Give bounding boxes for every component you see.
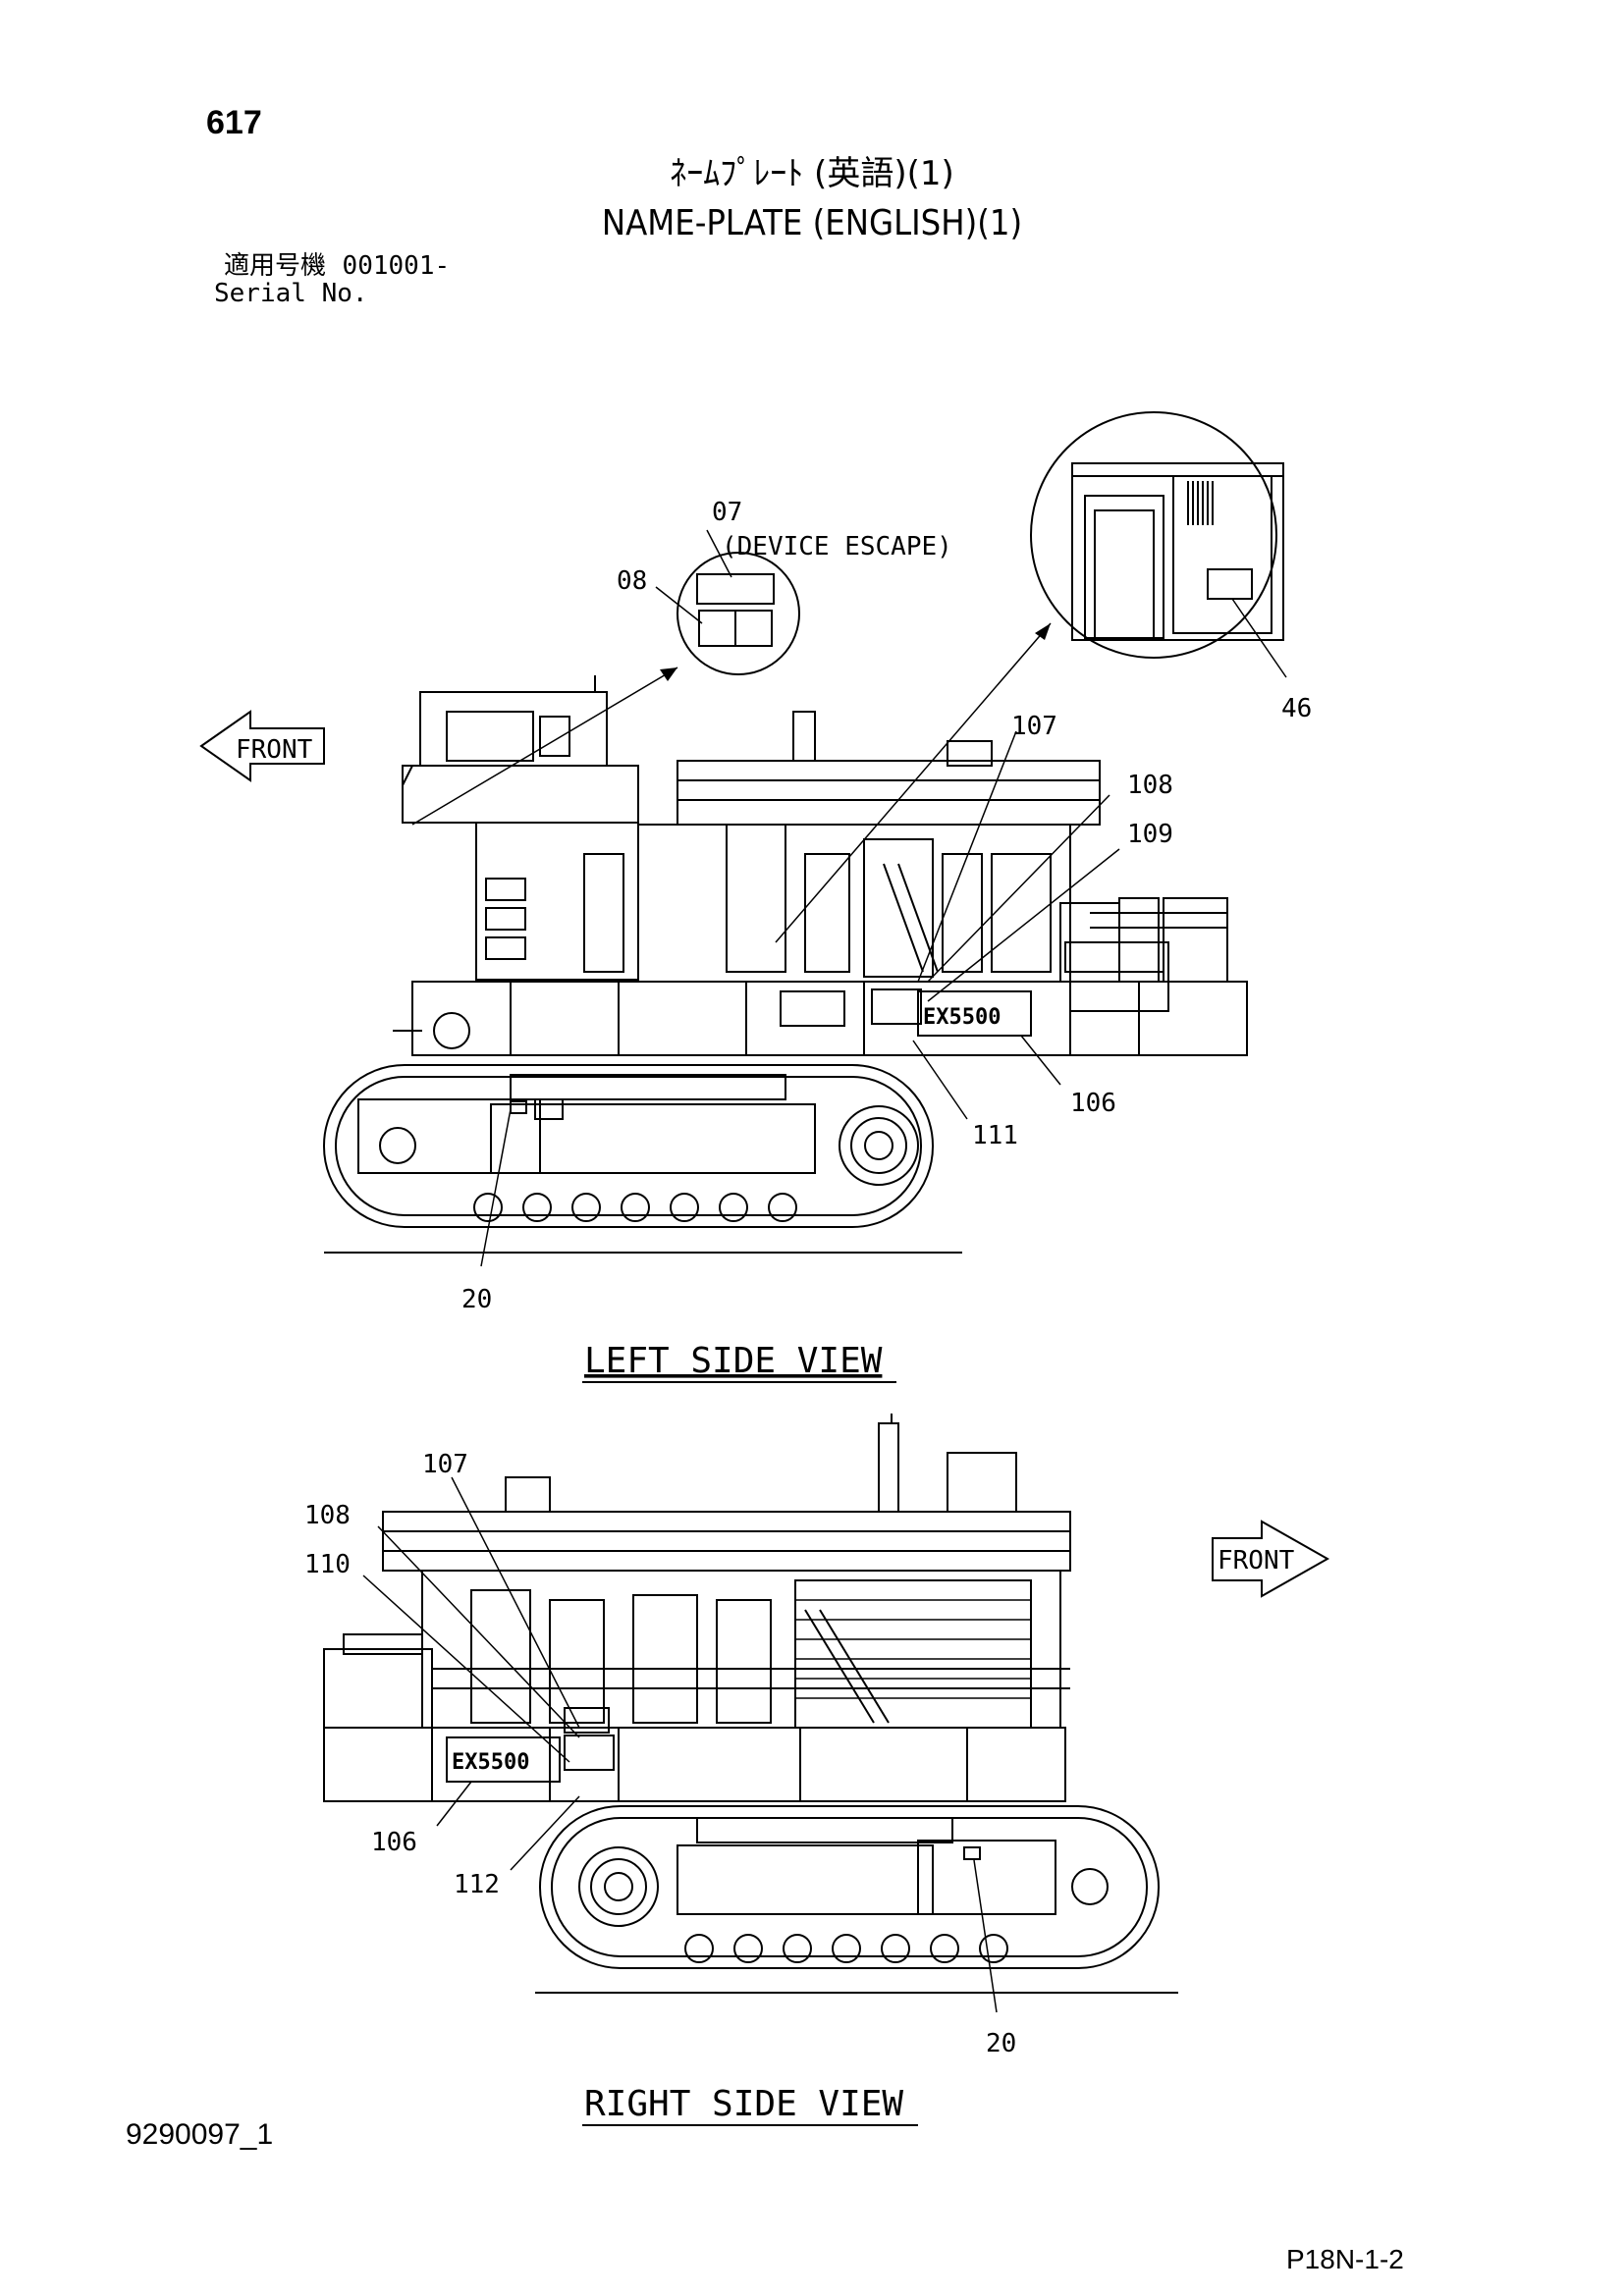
front-arrow-left-icon: FRONT [199,710,325,782]
left-side-view-caption: LEFT SIDE VIEW [584,1341,883,1381]
callout-108-right: 108 [304,1501,351,1530]
callout-107-left: 107 [1011,712,1057,741]
model-logo-left: EX5500 [923,1005,1001,1030]
callout-109-left: 109 [1127,820,1173,849]
serial-value: 001001- [342,251,451,281]
device-escape-label: (DEVICE ESCAPE) [722,532,952,561]
serial-label-jp: 適用号機 [224,251,327,281]
model-logo-right: EX5500 [452,1750,529,1775]
counterweight-area [1064,897,1248,1056]
page-number: 617 [206,104,262,141]
front-label-left: FRONT [236,735,313,765]
right-upper-frame: EX5500 [323,1707,1066,1802]
document-id: 9290097_1 [126,2118,274,2151]
callout-106-right: 106 [371,1828,417,1857]
callout-46: 46 [1281,694,1312,723]
left-side-view: FRONT 07 08 (DEVICE ESCAPE) [199,411,1312,1383]
callout-20-left: 20 [461,1285,492,1314]
upper-frame: EX5500 [393,981,1140,1056]
serial-line-jp: 適用号機 001001- [224,253,450,279]
callout-20-right: 20 [986,2029,1016,2058]
callout-107-right: 107 [422,1450,468,1479]
serial-label-en: Serial No. [214,279,368,308]
callout-112-right: 112 [454,1870,500,1899]
right-side-view: FRONT [304,1414,1330,2126]
right-side-view-caption: RIGHT SIDE VIEW [584,2084,903,2124]
title-japanese: ﾈｰﾑﾌﾟﾚｰﾄ (英語)(1) [670,154,954,193]
device-escape-detail: 07 08 (DEVICE ESCAPE) [617,498,952,675]
callout-110-right: 110 [304,1550,351,1579]
callout-08: 08 [617,566,647,596]
left-callout-leaders [480,730,1120,1267]
cab-structure [402,675,639,981]
page-reference: P18N-1-2 [1286,2244,1404,2274]
title-english: NAME-PLATE (ENGLISH)(1) [601,203,1023,243]
right-callout-leaders [362,1476,998,2013]
front-arrow-right-icon: FRONT [1212,1520,1330,1598]
left-crawler [323,1064,934,1228]
callout-108-left: 108 [1127,771,1173,800]
right-crawler [539,1805,1160,1969]
front-label-right: FRONT [1218,1546,1295,1575]
callout-07: 07 [712,498,742,527]
callout-111-left: 111 [972,1121,1018,1150]
cab-interior-detail: 46 [1030,411,1312,723]
callout-106-left: 106 [1070,1089,1116,1118]
machinery-house [637,711,1169,1012]
right-machinery-house [323,1414,1071,1729]
